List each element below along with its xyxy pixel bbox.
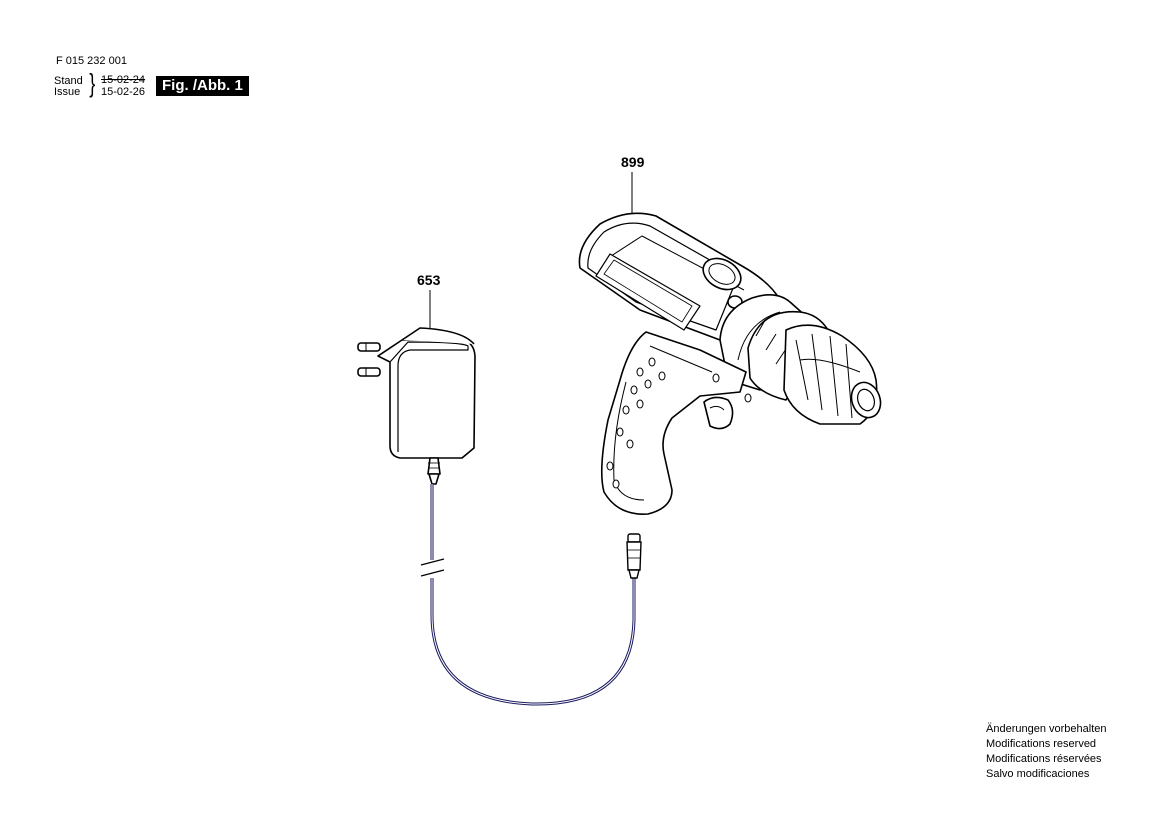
- notice-en: Modifications reserved: [986, 738, 1097, 750]
- drill-housing: [578, 212, 781, 341]
- charger-body: [377, 339, 476, 459]
- grip-dots: [606, 357, 752, 489]
- break-mark: [420, 558, 445, 566]
- dc-plug: [626, 533, 642, 579]
- notice-de: Änderungen vorbehalten: [986, 723, 1107, 735]
- stand-label: Stand: [54, 75, 83, 87]
- trigger-button: [703, 396, 734, 430]
- drill-899-illustration: [578, 172, 882, 515]
- part-number: F 015 232 001: [56, 55, 127, 67]
- plug-pin: [357, 342, 381, 352]
- notice-es: Salvo modificaciones: [986, 768, 1090, 780]
- stand-date: 15-02-24: [101, 74, 146, 86]
- callout-899: 899: [621, 154, 645, 170]
- drill-handle: [600, 331, 747, 515]
- charger-653-illustration: [357, 290, 476, 485]
- figure-label: Fig. /Abb. 1: [156, 76, 249, 96]
- brace-icon: }: [89, 68, 96, 98]
- issue-date: 15-02-26: [101, 86, 146, 98]
- callout-653: 653: [417, 272, 441, 288]
- charging-cable: [420, 484, 642, 706]
- plug-pin: [357, 367, 381, 377]
- modifications-notice: Änderungen vorbehalten Modifications res…: [986, 722, 1106, 782]
- notice-fr: Modifications réservées: [986, 753, 1102, 765]
- issue-label: Issue: [54, 86, 81, 98]
